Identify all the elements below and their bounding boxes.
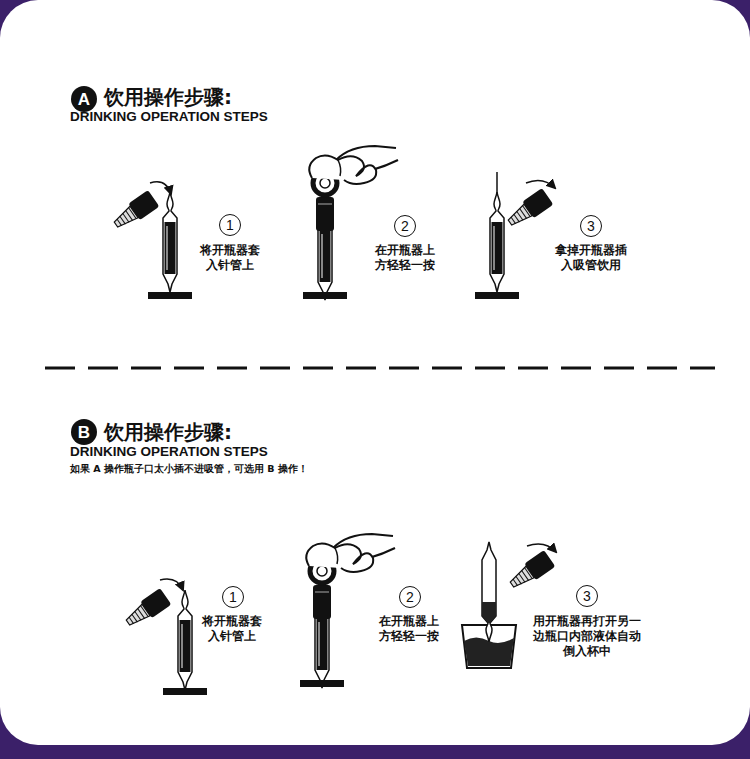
section-letter: B [78, 424, 90, 441]
step-text: 拿掉开瓶器插入吸管饮用 [553, 243, 629, 273]
section-subtitle: DRINKING OPERATION STEPS [70, 109, 268, 126]
step-number-circle: 2 [394, 215, 416, 237]
step-number: 1 [226, 218, 234, 232]
step-text: 在开瓶器上方轻轻一按 [372, 243, 438, 273]
step-number-circle: 3 [580, 215, 602, 237]
step-number: 1 [229, 590, 237, 604]
step-number-circle: 1 [219, 214, 241, 236]
section-badge: A [71, 86, 97, 112]
step-number: 3 [587, 219, 595, 233]
step-number: 2 [406, 590, 414, 604]
section-subtitle: DRINKING OPERATION STEPS [70, 444, 268, 461]
page-ground [0, 40, 750, 700]
step-text: 用开瓶器再打开另一边瓶口内部液体自动倒入杯中 [531, 614, 643, 659]
step-number: 3 [583, 589, 591, 603]
section-letter: A [78, 91, 90, 108]
step-text: 将开瓶器套入针管上 [198, 243, 262, 273]
ampoule-figure [110, 182, 192, 299]
step-number-circle: 1 [222, 586, 244, 608]
section-badge: B [71, 419, 97, 445]
step-number: 2 [401, 219, 409, 233]
step-text: 将开瓶器套入针管上 [200, 614, 264, 644]
dashed-divider [45, 367, 715, 370]
step-text: 在开瓶器上方轻轻一按 [376, 614, 442, 644]
step-number-circle: 2 [399, 586, 421, 608]
section-note: 如果 A 操作瓶子口太小插不进吸管，可选用 B 操作！ [70, 463, 308, 475]
section-title: 饮用操作步骤: [104, 420, 232, 445]
hand-press-figure [303, 146, 398, 300]
ampoule-figure [122, 579, 207, 695]
cup-pour-figure [462, 542, 556, 668]
step-number-circle: 3 [576, 585, 598, 607]
ampoule-straw-figure [475, 172, 555, 299]
hand-press-figure [300, 534, 395, 688]
section-title: 饮用操作步骤: [104, 85, 232, 110]
